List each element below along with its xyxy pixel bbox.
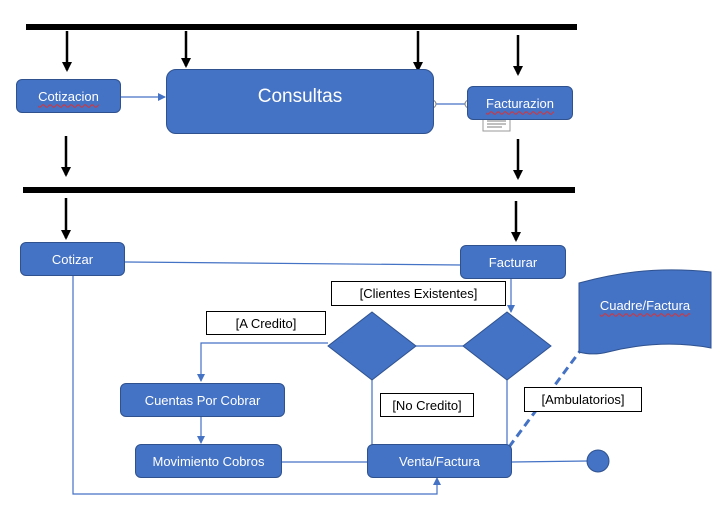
guard-ambulatorios-text: [Ambulatorios] (541, 392, 625, 407)
connector-venta-end (511, 460, 588, 463)
connector-cotizar-facturar (124, 261, 462, 266)
guard-ambulatorios: [Ambulatorios] (524, 387, 642, 412)
connector-venta-cuadre-dashed (507, 346, 585, 448)
node-venta-factura-label: Venta/Factura (399, 453, 480, 469)
guard-clientes-existentes: [Clientes Existentes] (331, 281, 506, 306)
node-cotizacion-label: Cotizacion (38, 88, 99, 104)
guard-no-credito-text: [No Credito] (392, 397, 462, 413)
node-venta-factura[interactable]: Venta/Factura (367, 444, 512, 478)
node-consultas-label: Consultas (257, 86, 343, 107)
node-movimiento-cobros-label: Movimiento Cobros (152, 453, 265, 469)
node-movimiento-cobros[interactable]: Movimiento Cobros (135, 444, 282, 478)
guard-a-credito-text: [A Credito] (235, 315, 297, 331)
final-node[interactable] (586, 449, 610, 473)
node-facturazion-label: Facturazion (486, 95, 554, 111)
document-shape-cuadre-factura[interactable] (578, 269, 712, 355)
join-bar-middle (23, 187, 575, 193)
guard-no-credito: [No Credito] (380, 393, 474, 417)
node-facturar[interactable]: Facturar (460, 245, 566, 279)
connector-cotizar-venta (72, 276, 441, 495)
fork-bar-top (26, 24, 577, 30)
node-cotizacion[interactable]: Cotizacion (16, 79, 121, 113)
node-facturazion[interactable]: Facturazion (467, 86, 573, 120)
node-cuentas-por-cobrar-label: Cuentas Por Cobrar (144, 392, 261, 408)
node-cuadre-factura: Cuadre/Factura (579, 294, 711, 316)
node-cotizar[interactable]: Cotizar (20, 242, 125, 276)
guard-a-credito: [A Credito] (206, 311, 326, 335)
node-cuadre-factura-label: Cuadre/Factura (599, 297, 691, 313)
decision-diamond-left[interactable] (327, 311, 417, 381)
node-facturar-label: Facturar (488, 254, 538, 270)
node-cuentas-por-cobrar[interactable]: Cuentas Por Cobrar (120, 383, 285, 417)
guard-clientes-existentes-text: [Clientes Existentes] (359, 286, 478, 301)
connector-decision-cuentas (197, 342, 328, 382)
node-cotizar-label: Cotizar (51, 251, 94, 267)
decision-diamond-right[interactable] (462, 311, 552, 381)
node-consultas[interactable]: Consultas (166, 69, 434, 134)
